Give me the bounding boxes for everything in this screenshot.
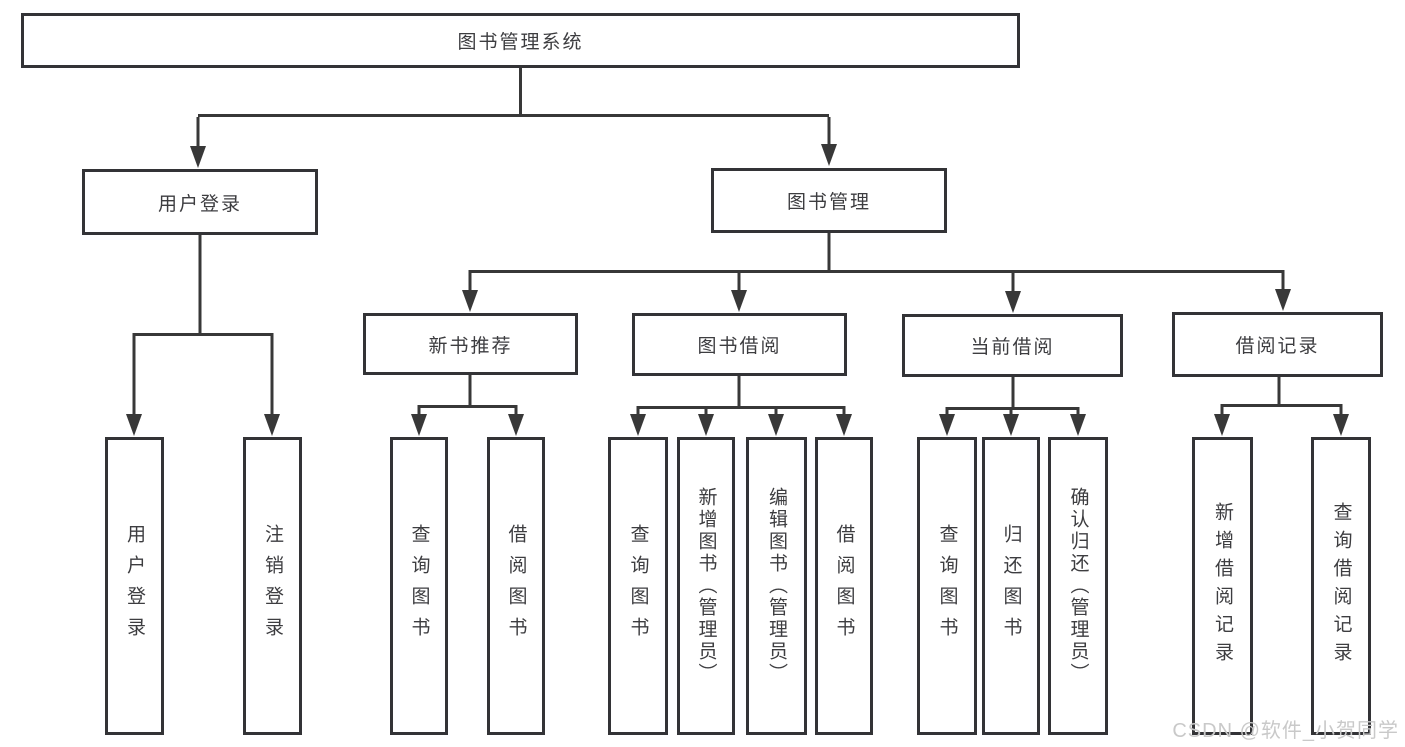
leaf-newbook-query-book-label: 查询图书 xyxy=(408,524,430,648)
leaf-borrowing-borrow-book: 借阅图书 xyxy=(815,437,873,735)
node-root-system: 图书管理系统 xyxy=(21,13,1020,68)
leaf-edit-book-admin-label: 编辑图书（管理员） xyxy=(766,487,787,685)
leaf-add-borrow-record-label: 新增借阅记录 xyxy=(1212,502,1233,670)
node-user-login-label: 用户登录 xyxy=(157,193,242,215)
node-user-login: 用户登录 xyxy=(82,169,318,235)
leaf-logout-label: 注销登录 xyxy=(262,524,283,648)
leaf-edit-book-admin: 编辑图书（管理员） xyxy=(746,437,807,735)
leaf-return-book: 归还图书 xyxy=(982,437,1040,735)
leaf-confirm-return-admin: 确认归还（管理员） xyxy=(1048,437,1108,735)
leaf-newbook-query-book: 查询图书 xyxy=(390,437,448,735)
leaf-user-login: 用户登录 xyxy=(105,437,164,735)
node-book-borrowing-label: 图书借阅 xyxy=(697,336,782,357)
leaf-newbook-borrow-book: 借阅图书 xyxy=(487,437,545,735)
node-borrow-records-label: 借阅记录 xyxy=(1235,336,1320,357)
node-book-management: 图书管理 xyxy=(711,168,947,233)
node-book-management-label: 图书管理 xyxy=(786,192,871,213)
leaf-add-borrow-record: 新增借阅记录 xyxy=(1192,437,1253,735)
leaf-add-book-admin: 新增图书（管理员） xyxy=(677,437,735,735)
node-current-borrowing: 当前借阅 xyxy=(902,314,1123,377)
leaf-newbook-borrow-book-label: 借阅图书 xyxy=(505,524,527,648)
leaf-borrowing-query-book-label: 查询图书 xyxy=(627,524,649,648)
leaf-query-borrow-record-label: 查询借阅记录 xyxy=(1330,502,1352,670)
leaf-add-book-admin-label: 新增图书（管理员） xyxy=(695,487,717,685)
leaf-query-borrow-record: 查询借阅记录 xyxy=(1311,437,1371,735)
node-root-system-label: 图书管理系统 xyxy=(457,32,584,53)
leaf-logout: 注销登录 xyxy=(243,437,302,735)
node-book-borrowing: 图书借阅 xyxy=(632,313,847,376)
node-current-borrowing-label: 当前借阅 xyxy=(970,337,1055,358)
node-new-book-recommend-label: 新书推荐 xyxy=(428,335,513,357)
leaf-borrowing-borrow-book-label: 借阅图书 xyxy=(833,524,855,648)
leaf-current-query-book-label: 查询图书 xyxy=(936,524,958,648)
node-borrow-records: 借阅记录 xyxy=(1172,312,1383,377)
leaf-return-book-label: 归还图书 xyxy=(1000,524,1022,648)
node-new-book-recommend: 新书推荐 xyxy=(363,313,578,375)
csdn-watermark: CSDN @软件_小贺同学 xyxy=(1172,720,1399,742)
leaf-current-query-book: 查询图书 xyxy=(917,437,977,735)
leaf-user-login-label: 用户登录 xyxy=(124,524,145,648)
leaf-confirm-return-admin-label: 确认归还（管理员） xyxy=(1067,487,1089,685)
leaf-borrowing-query-book: 查询图书 xyxy=(608,437,668,735)
